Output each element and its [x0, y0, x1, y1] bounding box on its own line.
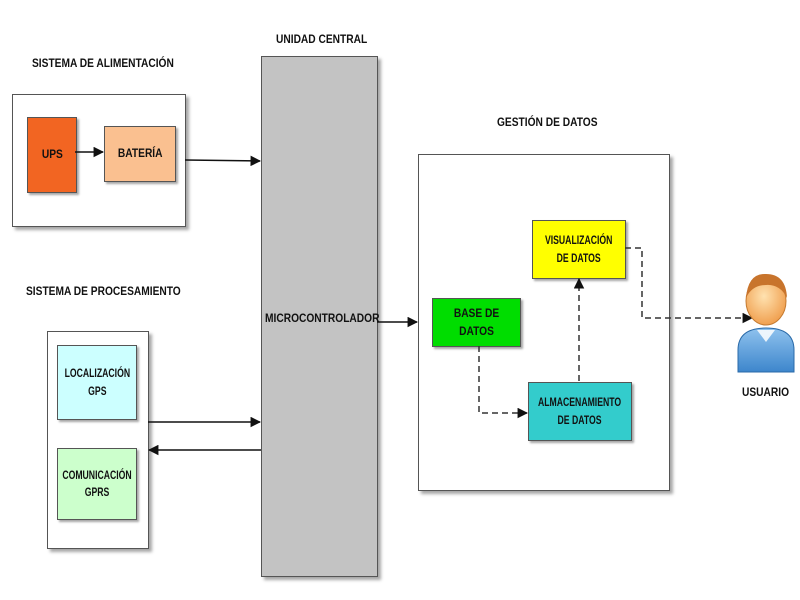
processing-system-title: SISTEMA DE PROCESAMIENTO: [26, 284, 181, 298]
database-label: BASE DE DATOS: [453, 306, 500, 338]
visualization-box: VISUALIZACIÓN DE DATOS: [532, 220, 626, 279]
database-to-storage-arrow: [478, 346, 529, 419]
visualization-line1: VISUALIZACIÓN: [545, 233, 613, 248]
power-system-title: SISTEMA DE ALIMENTACIÓN: [32, 56, 174, 70]
power-to-central-arrow: [184, 155, 262, 167]
user-icon: [737, 273, 795, 373]
user-label: USUARIO: [742, 385, 790, 399]
gprs-box: COMUNICACIÓN GPRS: [57, 448, 137, 520]
ups-label: UPS: [41, 147, 63, 162]
gprs-line2: GPRS: [84, 485, 110, 499]
storage-line1: ALMACENAMIENTO: [538, 395, 622, 410]
database-box: BASE DE DATOS: [432, 298, 521, 347]
gps-line1: LOCALIZACIÓN: [64, 366, 130, 381]
storage-box: ALMACENAMIENTO DE DATOS: [528, 382, 632, 441]
gprs-line1: COMUNICACIÓN: [62, 467, 132, 482]
battery-label: BATERÍA: [117, 146, 163, 161]
data-management-title: GESTIÓN DE DATOS: [497, 115, 598, 129]
visualization-line2: DE DATOS: [556, 250, 602, 265]
storage-line2: DE DATOS: [557, 412, 603, 427]
battery-box: BATERÍA: [104, 126, 176, 182]
visualization-to-user-arrow: [625, 247, 754, 324]
ups-box: UPS: [27, 117, 77, 193]
microcontroller-label: MICROCONTROLADOR: [265, 311, 380, 325]
central-unit-block: [261, 56, 378, 577]
gps-line2: GPS: [87, 383, 107, 398]
central-unit-title: UNIDAD CENTRAL: [276, 32, 368, 46]
gps-box: LOCALIZACIÓN GPS: [57, 345, 137, 420]
